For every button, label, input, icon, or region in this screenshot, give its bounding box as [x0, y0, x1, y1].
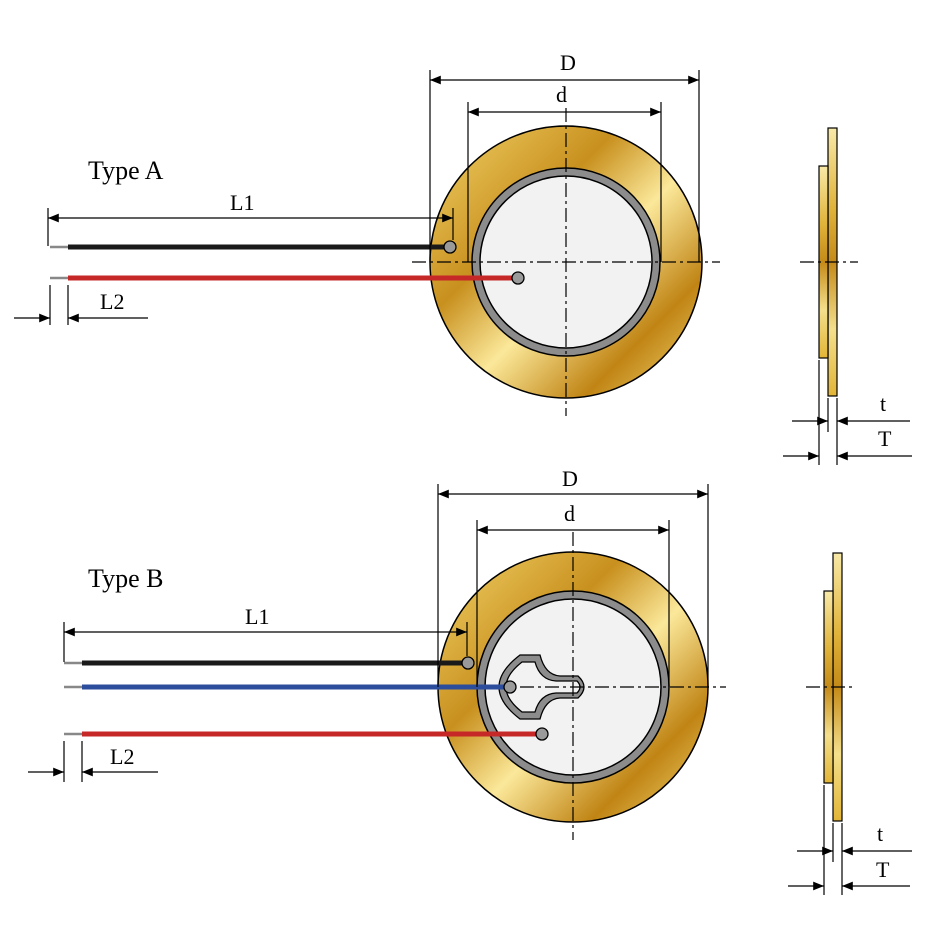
dimension-T-label: T — [878, 426, 892, 451]
dimension-d: d — [467, 82, 662, 262]
solder-point — [503, 680, 517, 694]
dimension-D: D — [437, 466, 709, 687]
dimension-d: d — [476, 501, 670, 687]
solder-point — [511, 271, 525, 285]
type-a-diagram: Type A D — [14, 50, 912, 465]
type-b-side-view: t T — [788, 552, 912, 895]
feedback-electrode — [505, 661, 581, 713]
type-a-side-view: t T — [783, 127, 912, 465]
type-b-label: Type B — [88, 564, 163, 593]
dimension-d-label: d — [564, 501, 575, 526]
dimension-D-label: D — [560, 50, 576, 75]
solder-point — [443, 240, 457, 254]
dimension-D-label: D — [562, 466, 578, 491]
dimension-L2-label: L2 — [110, 744, 134, 769]
dimension-t-label: t — [877, 821, 883, 846]
type-a-label: Type A — [88, 156, 164, 185]
dimension-L1: L1 — [63, 604, 468, 662]
type-a-leads — [50, 240, 525, 285]
dimension-L1-label: L1 — [245, 604, 269, 629]
dimension-d-label: d — [556, 82, 567, 107]
dimension-L2-label: L2 — [100, 289, 124, 314]
dimension-t-label: t — [880, 391, 886, 416]
dimension-L1-label: L1 — [230, 190, 254, 215]
dimension-L1: L1 — [47, 190, 454, 246]
type-b-diagram: Type B — [28, 466, 912, 895]
dimension-L2: L2 — [28, 741, 158, 782]
solder-point — [535, 727, 549, 741]
dimension-L2: L2 — [14, 285, 148, 325]
dimension-T-label: T — [876, 857, 890, 882]
dimension-D: D — [429, 50, 700, 262]
solder-point — [461, 656, 475, 670]
